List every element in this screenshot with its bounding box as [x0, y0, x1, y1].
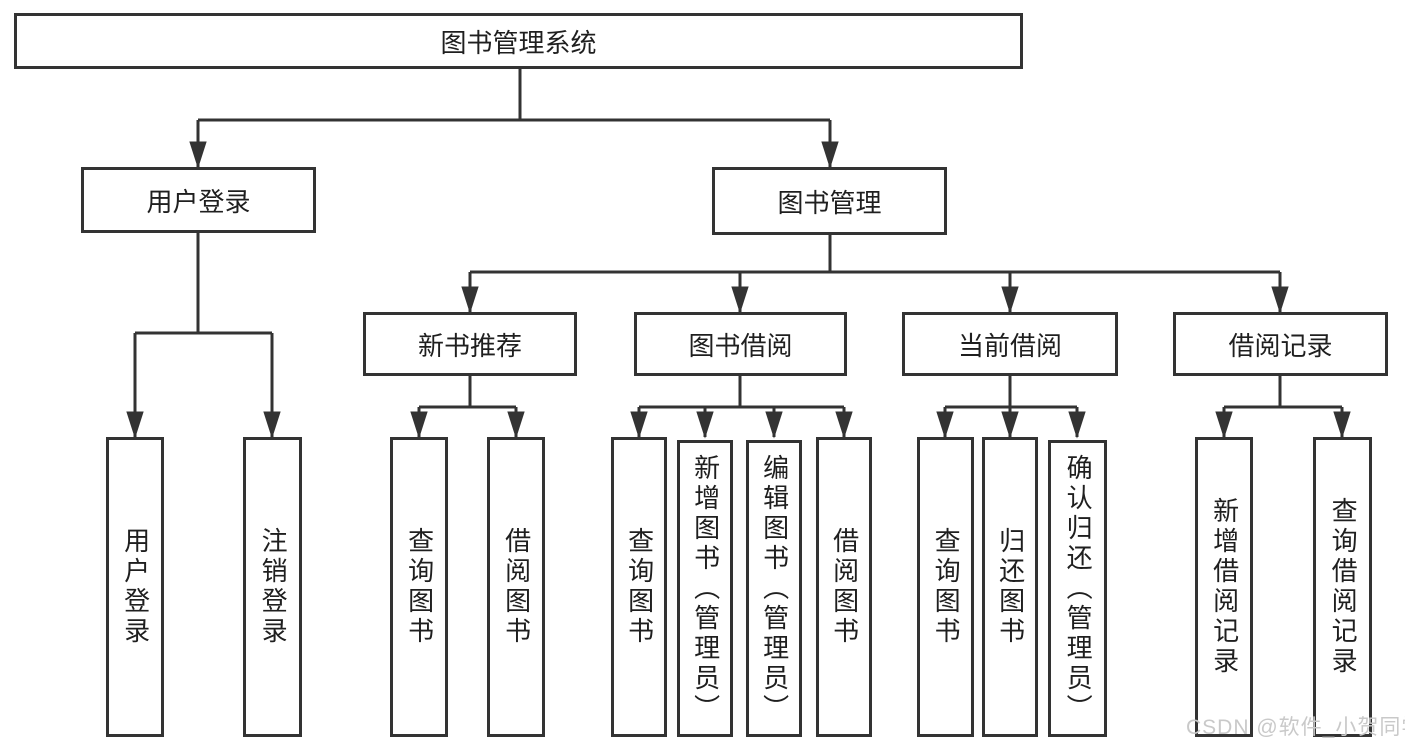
leaf-query-books-1: 查询图书 — [390, 437, 448, 737]
leaf-edit-book-admin: 编辑图书（管理员） — [746, 440, 802, 737]
node-root: 图书管理系统 — [14, 13, 1023, 69]
node-book-borrow: 图书借阅 — [634, 312, 847, 376]
leaf-query-borrow-record: 查询借阅记录 — [1313, 437, 1372, 737]
leaf-add-borrow-record: 新增借阅记录 — [1195, 437, 1253, 737]
leaf-user-login: 用户登录 — [106, 437, 164, 737]
csdn-watermark: CSDN @软件_小贺同学 — [1186, 716, 1405, 739]
leaf-confirm-return-admin: 确认归还（管理员） — [1048, 440, 1107, 737]
node-current-borrow: 当前借阅 — [902, 312, 1118, 376]
node-new-book-recommend: 新书推荐 — [363, 312, 577, 376]
leaf-query-books-3: 查询图书 — [917, 437, 974, 737]
node-borrow-records: 借阅记录 — [1173, 312, 1388, 376]
leaf-query-books-2: 查询图书 — [611, 437, 667, 737]
leaf-add-book-admin: 新增图书（管理员） — [677, 440, 733, 737]
node-book-management: 图书管理 — [712, 167, 947, 235]
leaf-logout: 注销登录 — [243, 437, 302, 737]
leaf-borrow-books-1: 借阅图书 — [487, 437, 545, 737]
node-user-login: 用户登录 — [81, 167, 316, 233]
leaf-borrow-books-2: 借阅图书 — [816, 437, 872, 737]
leaf-return-books: 归还图书 — [982, 437, 1038, 737]
